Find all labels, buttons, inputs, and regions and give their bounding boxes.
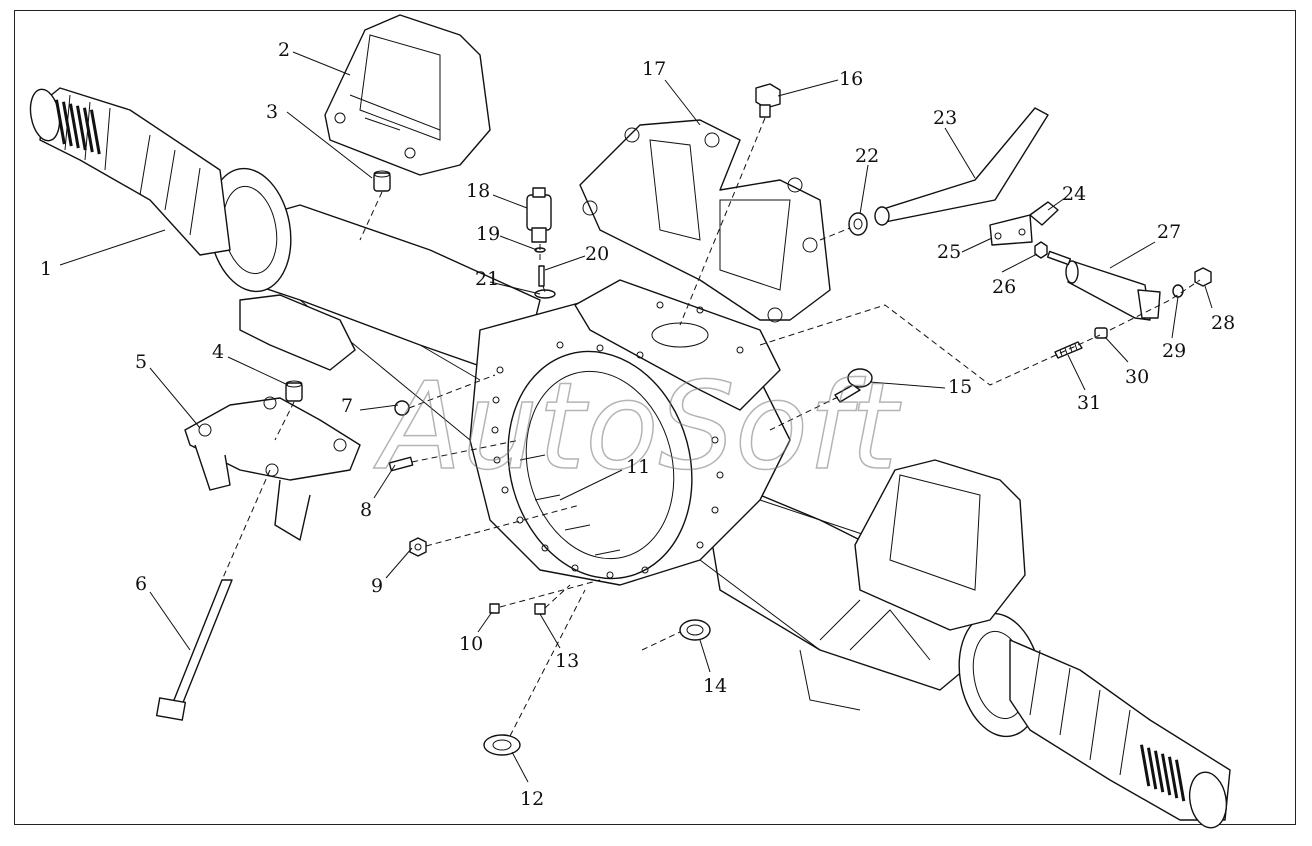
watermark: AutoSoft xyxy=(373,358,901,497)
callout-26: 26 xyxy=(992,276,1016,298)
callout-17: 17 xyxy=(642,58,666,80)
callout-5: 5 xyxy=(135,351,147,373)
washer-22 xyxy=(848,212,868,236)
bolt-16 xyxy=(755,83,781,118)
callout-23: 23 xyxy=(933,107,957,129)
nut-9 xyxy=(409,537,427,557)
washer-21 xyxy=(534,289,556,299)
callout-21: 21 xyxy=(475,268,499,290)
callout-13: 13 xyxy=(555,650,579,672)
plug-13 xyxy=(534,603,546,615)
callout-20: 20 xyxy=(585,243,609,265)
callout-4: 4 xyxy=(212,341,224,363)
lever-23 xyxy=(874,107,1049,226)
right-spindle xyxy=(1009,639,1231,829)
callout-29: 29 xyxy=(1162,340,1186,362)
callout-27: 27 xyxy=(1157,221,1181,243)
callout-11: 11 xyxy=(626,456,650,478)
nut-26 xyxy=(1034,241,1048,259)
seal-12 xyxy=(483,734,521,756)
callout-6: 6 xyxy=(135,573,147,595)
callout-7: 7 xyxy=(341,395,353,417)
washer-29 xyxy=(1172,284,1184,298)
bolt-6 xyxy=(155,579,233,721)
pin-8 xyxy=(388,456,414,472)
sensor-18 xyxy=(526,187,552,243)
callout-19: 19 xyxy=(476,223,500,245)
spring-seat-right xyxy=(799,459,1026,711)
left-spindle xyxy=(29,87,231,256)
bracket-17 xyxy=(579,119,831,323)
callout-24: 24 xyxy=(1062,183,1086,205)
spring-plate-5 xyxy=(184,396,361,541)
callout-31: 31 xyxy=(1077,392,1101,414)
callout-10: 10 xyxy=(459,633,483,655)
bushing-4 xyxy=(285,380,303,402)
callout-30: 30 xyxy=(1125,366,1149,388)
callout-15: 15 xyxy=(948,376,972,398)
breather-15 xyxy=(834,368,873,403)
cylinder-27 xyxy=(1046,250,1161,321)
plug-10 xyxy=(489,603,500,614)
callout-25: 25 xyxy=(937,241,961,263)
callout-9: 9 xyxy=(371,575,383,597)
nut-28 xyxy=(1194,267,1212,287)
plug-14 xyxy=(679,619,711,641)
callout-14: 14 xyxy=(703,675,727,697)
callout-12: 12 xyxy=(520,788,544,810)
callout-labels: 1 2 3 4 5 6 7 8 9 10 11 12 13 14 15 16 1… xyxy=(40,39,1235,810)
callout-28: 28 xyxy=(1211,312,1235,334)
callout-3: 3 xyxy=(266,101,278,123)
axle-housing xyxy=(208,167,1042,738)
spring-seat-upper-left xyxy=(324,14,491,176)
callout-2: 2 xyxy=(278,39,290,61)
bracket-25 xyxy=(989,214,1033,246)
callout-22: 22 xyxy=(855,145,879,167)
callout-1: 1 xyxy=(40,258,52,280)
callout-18: 18 xyxy=(466,180,490,202)
bushing-3 xyxy=(373,170,391,192)
pin-20 xyxy=(538,265,545,287)
callout-16: 16 xyxy=(839,68,863,90)
drawing-frame xyxy=(14,10,1296,825)
leader-lines xyxy=(59,51,1213,783)
assembly-lines xyxy=(221,117,1201,737)
lower-bracket-left xyxy=(239,294,356,371)
callout-8: 8 xyxy=(360,499,372,521)
